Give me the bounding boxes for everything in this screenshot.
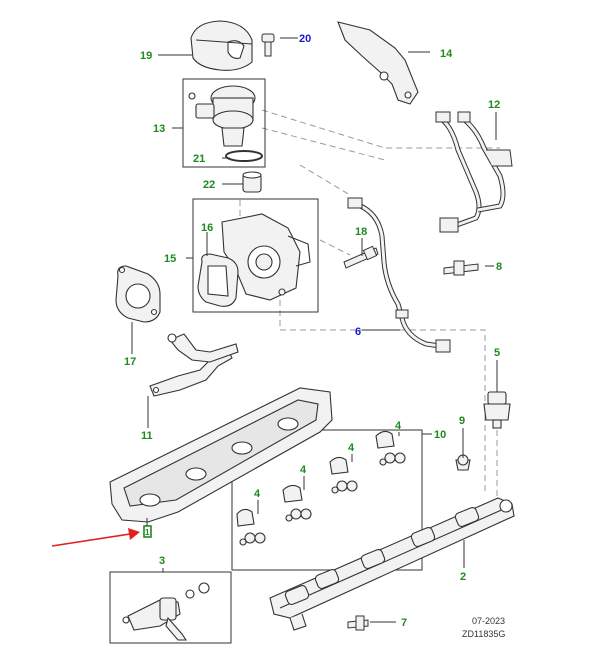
callout-1[interactable]: 1 [145, 528, 150, 537]
callout-4-d[interactable]: 4 [254, 488, 261, 500]
part-8-bolt [443, 260, 479, 276]
box-3 [109, 571, 232, 644]
part-19-pump-cover [190, 20, 253, 71]
callout-labels: 19 20 14 12 13 21 22 16 15 18 8 17 6 5 1… [124, 33, 502, 629]
part-6-fuel-line [347, 197, 451, 353]
callout-17[interactable]: 17 [124, 356, 136, 368]
callout-5[interactable]: 5 [494, 347, 500, 359]
callout-20[interactable]: 20 [299, 33, 311, 45]
part-14-bracket [337, 21, 419, 105]
part-3-injector [122, 582, 210, 641]
callout-18[interactable]: 18 [355, 226, 367, 238]
part-5-pressure-sensor [483, 391, 511, 429]
callout-7[interactable]: 7 [401, 617, 407, 629]
part-22-follower [242, 171, 262, 193]
callout-4-a[interactable]: 4 [395, 420, 402, 432]
callout-8[interactable]: 8 [496, 261, 502, 273]
part-12-feed-pipe [435, 111, 513, 233]
callout-3[interactable]: 3 [159, 555, 165, 567]
footer-code: ZD11835G [462, 629, 505, 639]
callout-12[interactable]: 12 [488, 99, 500, 111]
callout-4-b[interactable]: 4 [348, 442, 355, 454]
callout-4-c[interactable]: 4 [300, 464, 307, 476]
callout-21[interactable]: 21 [193, 153, 205, 165]
box-10 [231, 429, 423, 571]
callout-6[interactable]: 6 [355, 326, 361, 338]
part-20-bolt [261, 33, 275, 57]
part-2-fuel-rail [269, 497, 515, 631]
callout-14[interactable]: 14 [440, 48, 453, 60]
part-11-sensor-bracket [149, 333, 239, 397]
leader-lines [131, 37, 498, 623]
part-21-o-ring [225, 150, 263, 162]
callout-16[interactable]: 16 [201, 222, 213, 234]
callout-9[interactable]: 9 [459, 415, 465, 427]
callout-22[interactable]: 22 [203, 179, 215, 191]
callout-19[interactable]: 19 [140, 50, 152, 62]
callout-2[interactable]: 2 [460, 571, 466, 583]
part-17-gasket-plate [115, 265, 161, 323]
part-4-injector-clips [236, 430, 406, 546]
footer-date: 07-2023 [472, 616, 505, 626]
part-18-stud [343, 245, 379, 269]
part-7-bolt [347, 615, 369, 631]
part-13-fuel-pump [188, 85, 256, 147]
part-1-heat-shield [109, 387, 333, 523]
callout-13[interactable]: 13 [153, 123, 165, 135]
part-9-clip [455, 454, 471, 471]
callout-10[interactable]: 10 [434, 429, 446, 441]
callout-11[interactable]: 11 [141, 430, 153, 442]
red-arrow-icon [51, 528, 140, 547]
part-15-pump-housing [221, 213, 311, 301]
part-16-gasket [197, 253, 239, 307]
box-15 [192, 198, 319, 313]
callout-15[interactable]: 15 [164, 253, 176, 265]
box-13 [182, 78, 266, 168]
